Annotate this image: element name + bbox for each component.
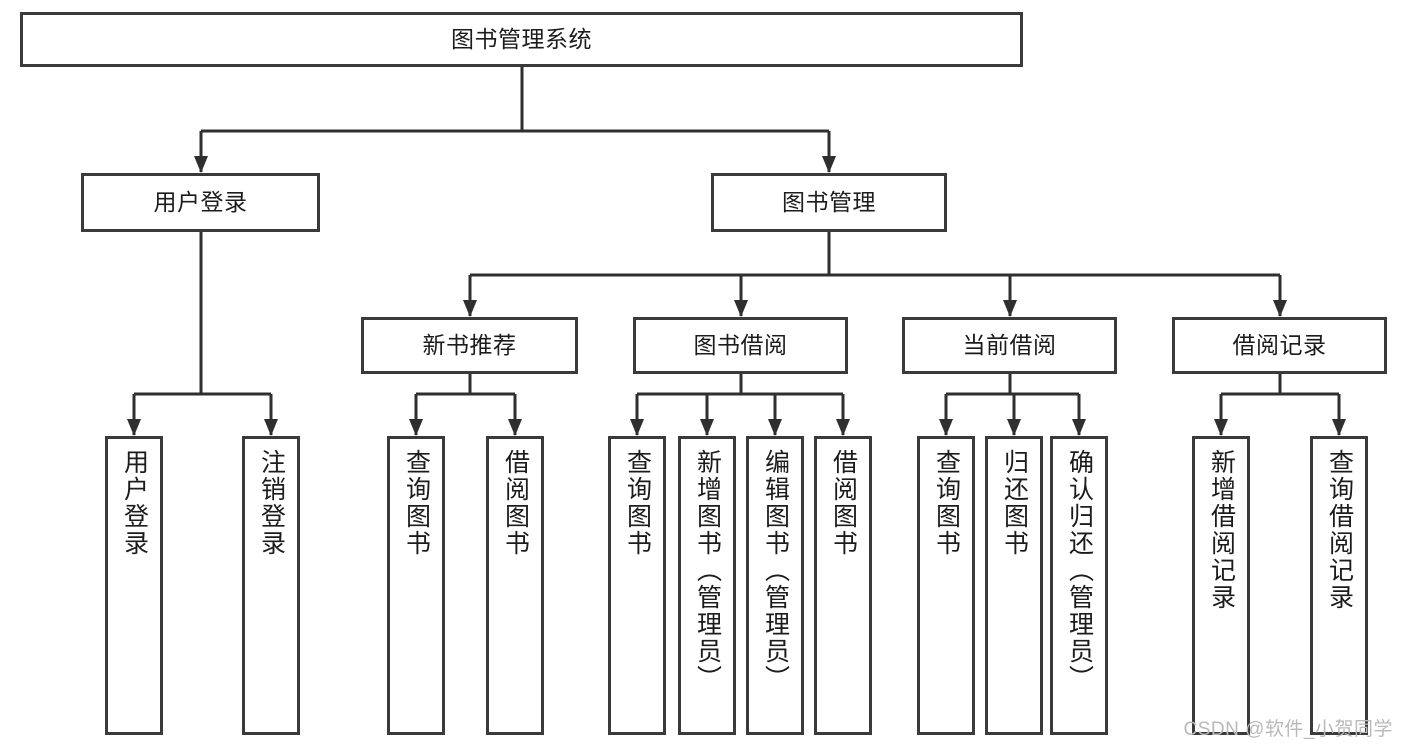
node-label: 注销登录: [257, 449, 286, 557]
node-label: 查询图书: [402, 449, 431, 557]
arrowhead-icon: [836, 419, 850, 436]
arrowhead-icon: [1072, 419, 1086, 436]
node-leaf-return-book[interactable]: 归还图书: [985, 436, 1043, 735]
node-book-borrow[interactable]: 图书借阅: [633, 317, 848, 374]
node-label: 用户登录: [153, 189, 248, 216]
arrowhead-icon: [264, 419, 278, 436]
arrowhead-icon: [1003, 300, 1017, 317]
arrowhead-icon: [1007, 419, 1021, 436]
node-label: 当前借阅: [962, 332, 1057, 359]
arrowhead-icon: [463, 300, 477, 317]
node-label: 图书管理系统: [451, 26, 592, 53]
node-leaf-borrow-book-1[interactable]: 借阅图书: [486, 436, 544, 735]
node-label: 借阅记录: [1232, 332, 1327, 359]
node-leaf-add-record[interactable]: 新增借阅记录: [1192, 436, 1250, 735]
node-leaf-user-login[interactable]: 用户登录: [105, 436, 163, 735]
node-label: 借阅图书: [829, 449, 858, 557]
node-leaf-query-book-1[interactable]: 查询图书: [387, 436, 445, 735]
arrowhead-icon: [822, 156, 836, 173]
arrowhead-icon: [508, 419, 522, 436]
node-label: 归还图书: [1000, 449, 1029, 557]
node-root[interactable]: 图书管理系统: [20, 12, 1023, 67]
node-label: 新增借阅记录: [1207, 449, 1236, 611]
node-leaf-confirm-return[interactable]: 确认归还（管理员）: [1050, 436, 1108, 735]
node-label: 图书管理: [782, 189, 876, 216]
arrowhead-icon: [409, 419, 423, 436]
arrowhead-icon: [1214, 419, 1228, 436]
node-current-borrow[interactable]: 当前借阅: [902, 317, 1117, 374]
arrowhead-icon: [630, 419, 644, 436]
node-label: 图书借阅: [693, 332, 788, 359]
node-leaf-add-book[interactable]: 新增图书（管理员）: [678, 436, 736, 735]
arrowhead-icon: [127, 419, 141, 436]
node-label: 新书推荐: [422, 332, 517, 359]
node-new-book-rec[interactable]: 新书推荐: [361, 317, 578, 374]
node-leaf-logout[interactable]: 注销登录: [242, 436, 300, 735]
node-label: 用户登录: [120, 449, 149, 557]
node-label: 查询图书: [623, 449, 652, 557]
node-leaf-query-book-2[interactable]: 查询图书: [608, 436, 666, 735]
node-label: 编辑图书（管理员）: [761, 449, 790, 692]
node-borrow-record[interactable]: 借阅记录: [1172, 317, 1387, 374]
node-leaf-query-book-3[interactable]: 查询图书: [917, 436, 975, 735]
node-label: 新增图书（管理员）: [693, 449, 722, 692]
node-leaf-borrow-book-2[interactable]: 借阅图书: [814, 436, 872, 735]
arrowhead-icon: [194, 156, 208, 173]
arrowhead-icon: [700, 419, 714, 436]
node-label: 借阅图书: [501, 449, 530, 557]
arrowhead-icon: [939, 419, 953, 436]
node-label: 查询借阅记录: [1325, 449, 1354, 611]
arrowhead-icon: [734, 300, 748, 317]
watermark: CSDN @软件_小贺同学: [1183, 719, 1393, 740]
node-label: 查询图书: [932, 449, 961, 557]
arrowhead-icon: [1273, 300, 1287, 317]
node-book-manage[interactable]: 图书管理: [711, 173, 947, 232]
node-label: 确认归还（管理员）: [1065, 449, 1094, 692]
arrowhead-icon: [1332, 419, 1346, 436]
node-leaf-edit-book[interactable]: 编辑图书（管理员）: [746, 436, 804, 735]
node-user-login[interactable]: 用户登录: [81, 173, 320, 232]
arrowhead-icon: [768, 419, 782, 436]
node-leaf-query-record[interactable]: 查询借阅记录: [1310, 436, 1368, 735]
